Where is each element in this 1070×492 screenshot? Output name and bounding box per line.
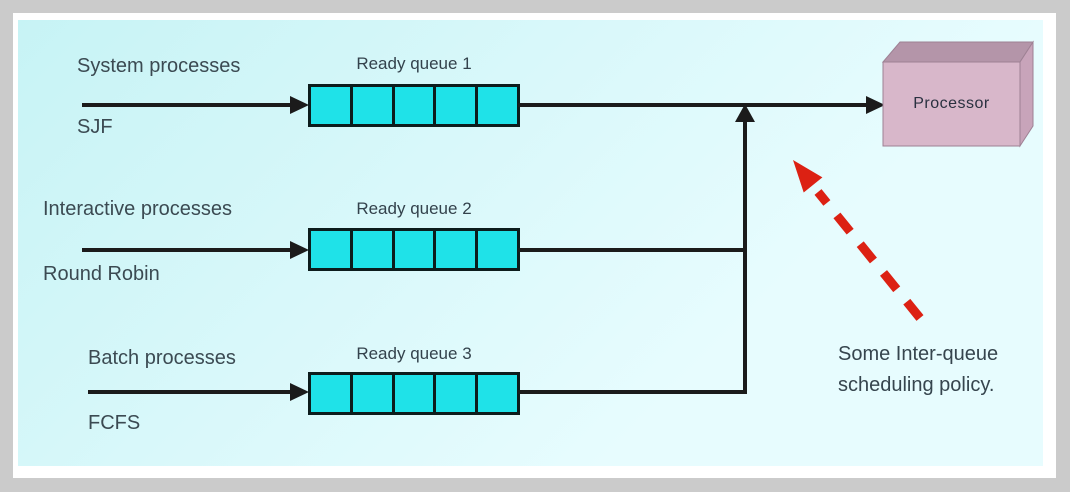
processor-label: Processor xyxy=(913,95,990,112)
ready-queue-1-label: Ready queue 1 xyxy=(356,54,472,73)
queue-cell xyxy=(391,375,434,412)
merge-arrowhead-icon xyxy=(735,104,755,122)
queue-cell xyxy=(311,87,350,124)
queue-cell xyxy=(349,87,392,124)
ready-queue-3 xyxy=(308,372,520,415)
queue-cell xyxy=(433,231,476,268)
red-arrowhead-icon xyxy=(793,160,823,193)
queue-cell xyxy=(475,231,517,268)
fcfs-policy-label: FCFS xyxy=(88,412,141,434)
queue-cell xyxy=(311,375,350,412)
row1-input-line xyxy=(82,103,292,107)
ready-queue-1 xyxy=(308,84,520,127)
sjf-policy-label: SJF xyxy=(77,116,113,138)
system-processes-label: System processes xyxy=(77,55,241,77)
processor-top-face xyxy=(881,41,1034,63)
queue-cell xyxy=(349,375,392,412)
inter-queue-policy-arrow xyxy=(793,160,924,321)
processor-arrowhead-icon xyxy=(866,96,885,114)
queue-cell xyxy=(311,231,350,268)
batch-processes-label: Batch processes xyxy=(88,347,236,369)
red-dashed-line xyxy=(814,189,924,321)
queue-cell xyxy=(433,87,476,124)
processor-front-face xyxy=(882,61,1021,147)
row1-arrowhead-icon xyxy=(290,96,309,114)
queue-cell xyxy=(475,375,517,412)
queue-cell xyxy=(391,87,434,124)
row3-output-line xyxy=(518,390,747,394)
processor-box xyxy=(881,40,1034,148)
ready-queue-3-label: Ready queue 3 xyxy=(356,344,472,363)
queue-cell xyxy=(349,231,392,268)
row2-output-line xyxy=(518,248,747,252)
queue-cell xyxy=(475,87,517,124)
row2-arrowhead-icon xyxy=(290,241,309,259)
queue-cell xyxy=(433,375,476,412)
round-robin-policy-label: Round Robin xyxy=(43,263,160,285)
ready-queue-2 xyxy=(308,228,520,271)
row3-input-line xyxy=(88,390,292,394)
row3-arrowhead-icon xyxy=(290,383,309,401)
merge-connector-line xyxy=(743,122,747,394)
interactive-processes-label: Interactive processes xyxy=(43,198,232,220)
row1-output-line xyxy=(518,103,868,107)
annotation-line-2: scheduling policy. xyxy=(838,374,995,396)
row2-input-line xyxy=(82,248,292,252)
ready-queue-2-label: Ready queue 2 xyxy=(356,199,472,218)
queue-cell xyxy=(391,231,434,268)
annotation-line-1: Some Inter-queue xyxy=(838,343,999,365)
